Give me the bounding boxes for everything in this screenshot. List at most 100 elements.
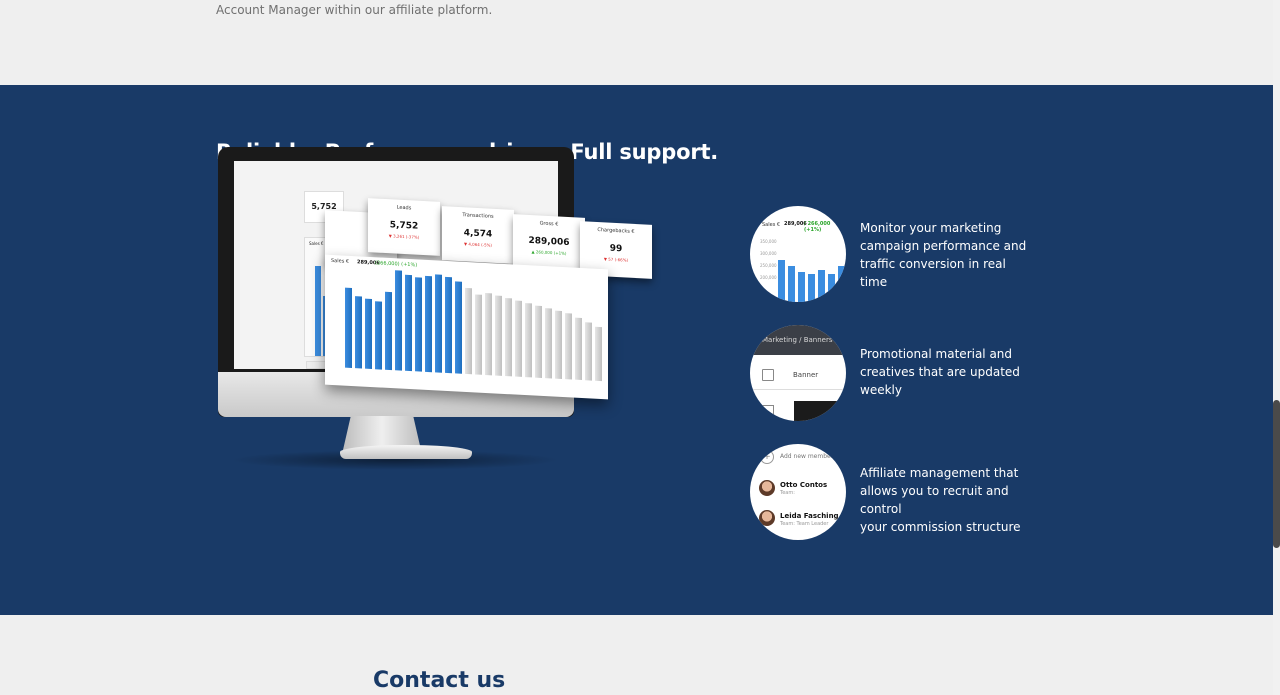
preview-bar: [838, 266, 845, 302]
member-team: Team:: [780, 490, 795, 496]
add-member-label: Add new member: [780, 453, 834, 460]
member-team: Team: Team Leader: [780, 521, 829, 527]
chart-bar: [395, 270, 402, 371]
preview-tick: 200,000: [760, 275, 777, 280]
preview-bar: [828, 274, 835, 302]
card-delta: ▼ 57 (-66%): [603, 256, 629, 263]
plus-icon: +: [760, 450, 774, 464]
float-card-leads: Leads 5,752 ▼ 3,261 (-37%): [368, 198, 440, 256]
chart-bar: [575, 317, 582, 381]
chart-bar: [505, 298, 512, 377]
feature-line: allows you to recruit and control: [860, 484, 1009, 516]
feature-line: Promotional material and: [860, 347, 1013, 361]
card-value: 289,006: [528, 235, 570, 249]
chart-bar: [475, 294, 482, 375]
chart-bar: [415, 277, 422, 372]
feature-line: Affiliate management that: [860, 466, 1019, 480]
preview-bar: [808, 274, 815, 302]
scrollbar-thumb[interactable]: [1273, 400, 1280, 548]
member-name: Leida Fasching: [780, 512, 839, 520]
chart-bar: [555, 310, 562, 380]
feature-line: creatives that are updated: [860, 365, 1020, 379]
chart-bar: [355, 296, 362, 369]
preview-delta: / 266,000 (+1%): [804, 221, 831, 233]
feature-text-analytics: Monitor your marketing campaign performa…: [860, 219, 1035, 291]
feature-line: Monitor your marketing: [860, 221, 1002, 235]
preview-value: 289,006: [784, 221, 807, 227]
preview-bar: [788, 266, 795, 302]
screen-bar: [315, 266, 321, 356]
float-card-gross: Gross € 289,006 ▲ 260,000 (+1%): [513, 214, 585, 272]
scrollbar-track[interactable]: [1273, 0, 1280, 695]
contact-title: Contact us: [373, 668, 506, 693]
checkbox-icon: [762, 405, 774, 417]
screen-stat-value: 5,752: [311, 202, 337, 211]
preview-bars: [778, 256, 846, 302]
card-label: Transactions: [462, 212, 494, 220]
features-section: Reliable. Performance driven. Full suppo…: [0, 85, 1273, 615]
chart-bar: [585, 322, 592, 381]
chart-bar: [405, 274, 412, 372]
preview-tick: 350,000: [760, 239, 777, 244]
chart-label: Sales €: [331, 257, 350, 265]
preview-bar: [778, 260, 785, 302]
card-delta: ▲ 260,000 (+1%): [531, 249, 567, 256]
card-value: 4,574: [463, 228, 493, 240]
chart-bar: [465, 287, 472, 375]
feature-text-banners: Promotional material and creatives that …: [860, 345, 1035, 399]
card-label: Gross €: [539, 220, 559, 228]
intro-text: Account Manager within our affiliate pla…: [216, 3, 493, 17]
chart-bar: [385, 291, 392, 371]
chart-bar: [565, 313, 572, 380]
feature-preview-banners: Marketing / Banners Banner: [750, 325, 846, 421]
preview-tick: 300,000: [760, 251, 777, 256]
float-sales-chart: Sales € 289,006 (266,000) (+1%): [325, 254, 608, 400]
card-value: 5,752: [389, 220, 419, 232]
chart-bar: [495, 295, 502, 376]
chart-bar: [595, 326, 602, 382]
screen-chart-label: Sales €: [309, 241, 324, 246]
card-label: Leads: [396, 204, 412, 212]
feature-text-members: Affiliate management that allows you to …: [860, 464, 1035, 536]
feature-line: campaign performance and: [860, 239, 1027, 253]
monitor-shadow: [230, 450, 560, 470]
feature-preview-members: + Add new member Otto Contos Team: Leida…: [750, 444, 846, 540]
monitor-stand: [343, 416, 421, 450]
feature-line: weekly: [860, 383, 902, 397]
monitor-base: [340, 445, 472, 459]
card-delta: ▼ 3,261 (-37%): [388, 233, 420, 240]
preview-header: Marketing / Banners: [750, 325, 846, 355]
preview-label: Sales €: [762, 222, 781, 228]
preview-bar: [798, 272, 805, 302]
chart-delta: (266,000) (+1%): [375, 260, 418, 269]
feature-line: traffic conversion in real time: [860, 257, 1006, 289]
chart-bar: [485, 292, 492, 376]
avatar: [759, 510, 775, 526]
feature-line: your commission structure: [860, 520, 1021, 534]
chart-bar: [365, 298, 372, 370]
banner-thumbnail: [794, 401, 846, 421]
preview-tick: 250,000: [760, 263, 777, 268]
chart-bar: [455, 281, 462, 374]
chart-bar: [535, 305, 542, 378]
card-value: 99: [609, 243, 623, 255]
chart-bar: [515, 300, 522, 377]
checkbox-icon: [762, 369, 774, 381]
preview-bar: [818, 270, 825, 302]
card-delta: ▼ 4,064 (-5%): [464, 241, 492, 248]
card-label: Chargebacks €: [597, 227, 635, 235]
divider: [750, 389, 846, 390]
avatar: [759, 480, 775, 496]
chart-bar: [525, 303, 532, 378]
chart-bar: [545, 308, 552, 379]
chart-bar: [375, 301, 382, 370]
top-section: Account Manager within our affiliate pla…: [0, 0, 1273, 85]
member-name: Otto Contos: [780, 481, 828, 489]
chart-bar: [345, 287, 352, 368]
preview-column: Banner: [793, 371, 819, 379]
feature-preview-analytics: Sales € 289,006 / 266,000 (+1%) 350,000 …: [750, 206, 846, 302]
chart-bar: [425, 275, 432, 373]
chart-bar: [435, 274, 442, 373]
chart-bar: [445, 276, 452, 374]
float-card-transactions: Transactions 4,574 ▼ 4,064 (-5%): [442, 206, 514, 264]
